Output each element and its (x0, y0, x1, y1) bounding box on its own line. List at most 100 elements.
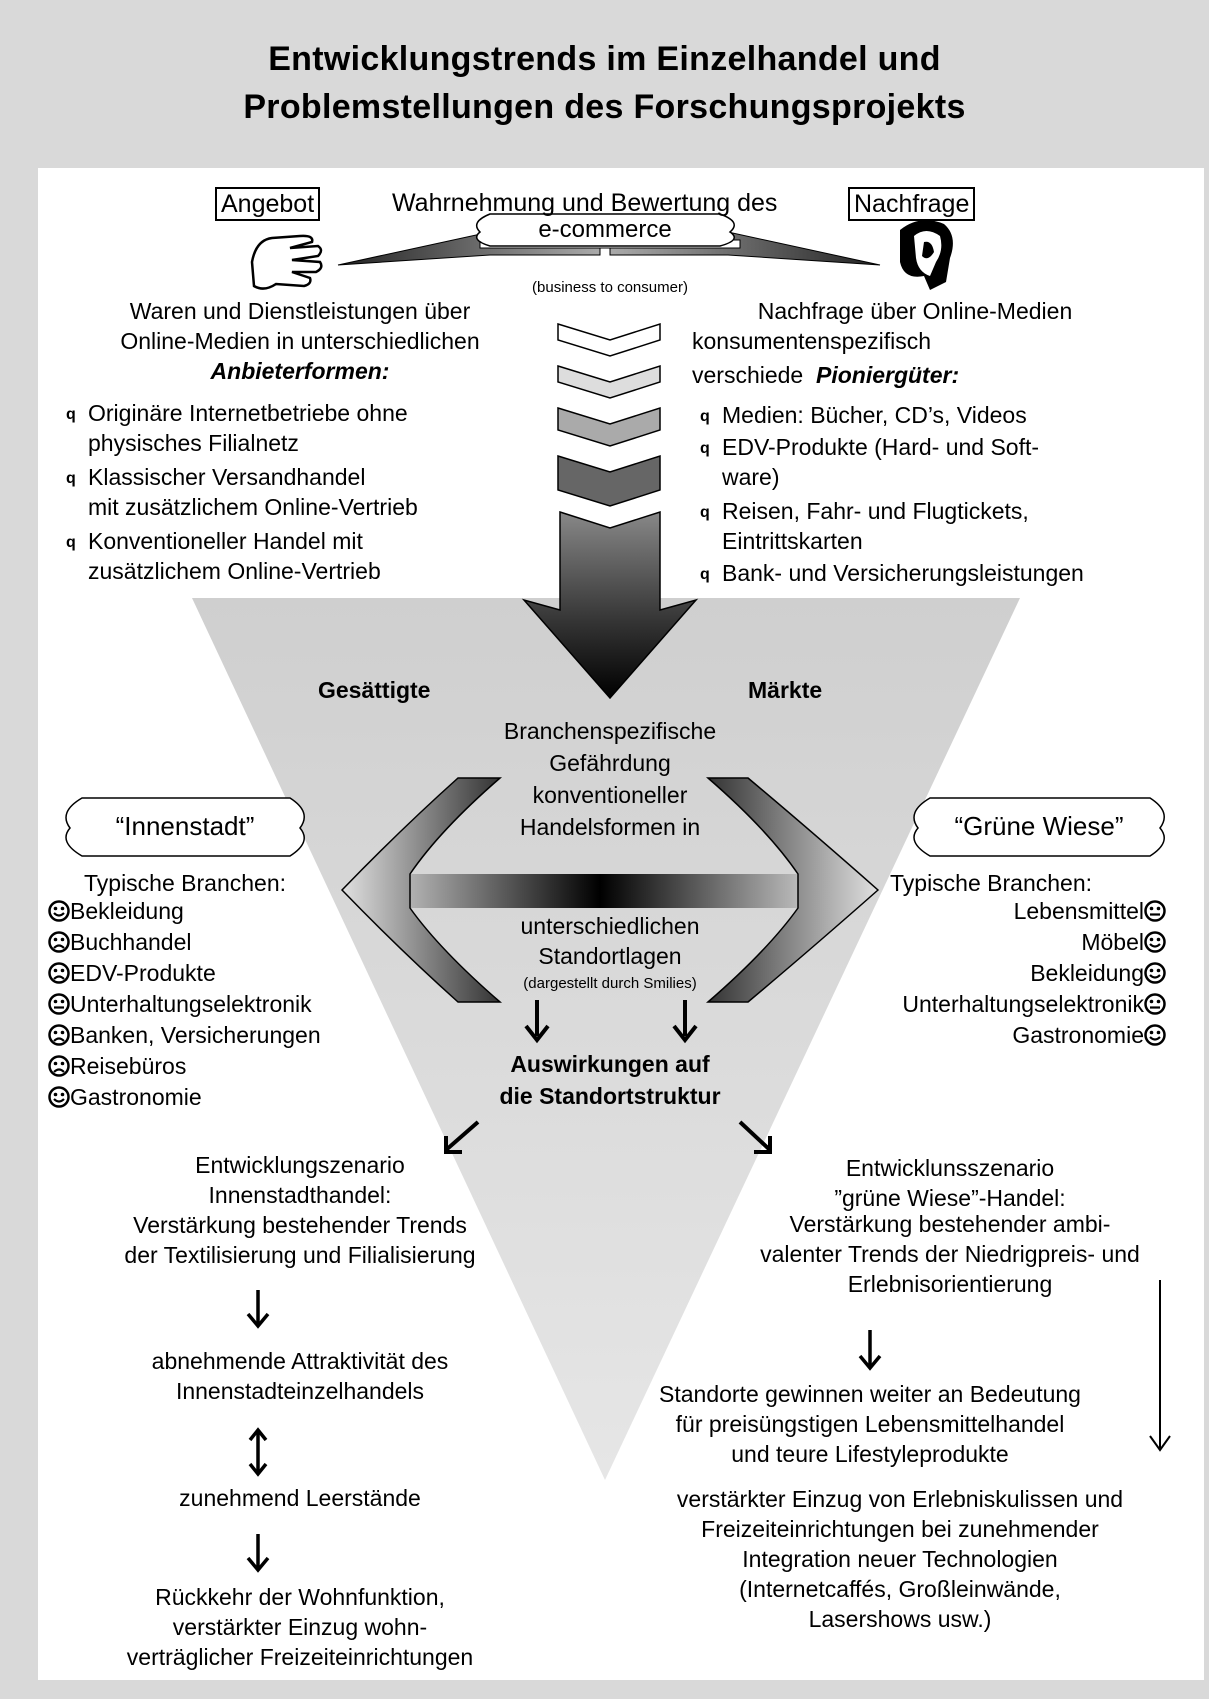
main-down-arrow (521, 510, 699, 700)
innenstadt-heading: Typische Branchen: (84, 870, 287, 896)
right-scenario-line-4: valenter Trends der Niedrigpreis- und (760, 1241, 1140, 1267)
markets-left: Gesättigte (318, 677, 431, 703)
innenstadt-item: Buchhandel (48, 928, 192, 956)
right-intro-line-1: Nachfrage über Online-Medien (757, 298, 1073, 324)
left-step-3c: verträglicher Freizeiteinrichtungen (126, 1644, 474, 1670)
title-line-2: Problemstellungen des Forschungsprojekts (243, 88, 966, 126)
diagonal-arrows (444, 1120, 772, 1154)
sad-smiley-icon (48, 1024, 70, 1046)
title-line-1: Entwicklungstrends im Einzelhandel und (268, 40, 941, 78)
happy-smiley-icon (1144, 931, 1166, 953)
right-step-2b: Freizeiteinrichtungen bei zunehmender (701, 1516, 1099, 1542)
right-item-1-l1: Medien: Bücher, CD’s, Videos (722, 402, 1027, 428)
right-scenario-line-5: Erlebnisorientierung (847, 1271, 1053, 1297)
center-down-arrows (524, 1000, 698, 1044)
right-step-2e: Lasershows usw.) (808, 1606, 992, 1632)
left-item-3-l2: zusätzlichem Online-Vertrieb (88, 558, 381, 584)
right-item-3-l2: Eintrittskarten (722, 528, 863, 554)
innenstadt-label: “Innenstadt” (115, 811, 255, 841)
center-line-4: Handelsformen in (519, 814, 701, 840)
left-bullet-3: q (66, 534, 76, 551)
funnel-triangle (192, 598, 1020, 1480)
left-step-1a: abnehmende Attraktivität des (151, 1348, 449, 1374)
right-scenario-line-2: ”grüne Wiese”-Handel: (834, 1185, 1066, 1211)
right-step-1a: Standorte gewinnen weiter an Bedeutung (659, 1381, 1081, 1407)
left-item-3-l1: Konventioneller Handel mit (88, 528, 363, 554)
neutral-smiley-icon (48, 993, 70, 1015)
left-item-2-l1: Klassischer Versandhandel (88, 464, 366, 490)
center-line-1: Branchenspezifische (503, 718, 717, 744)
right-item-2-l2: ware) (722, 464, 780, 490)
right-down-arrows (858, 1330, 882, 1371)
right-bullet-4: q (700, 566, 710, 583)
innenstadt-item-label: EDV-Produkte (70, 960, 216, 986)
left-scenario-line-1: Entwicklungszenario (195, 1152, 405, 1178)
innenstadt-item: Unterhaltungselektronik (48, 990, 312, 1018)
happy-smiley-icon (48, 1086, 70, 1108)
center-heading: Wahrnehmung und Bewertung des (392, 189, 778, 217)
b2c-label: (business to consumer) (532, 279, 688, 296)
innenstadt-item: Banken, Versicherungen (48, 1021, 321, 1049)
innenstadt-item-label: Bekleidung (70, 898, 184, 924)
gruene-wiese-item: Unterhaltungselektronik (740, 990, 1166, 1018)
innenstadt-item-label: Unterhaltungselektronik (70, 991, 312, 1017)
hand-icon (250, 234, 323, 290)
left-down-arrows (246, 1290, 270, 1573)
innenstadt-item-label: Gastronomie (70, 1084, 202, 1110)
right-heading: Pioniergüter: (816, 362, 960, 388)
left-heading: Anbieterformen: (210, 358, 390, 384)
left-item-1-l2: physisches Filialnetz (88, 430, 299, 456)
center-line-5: unterschiedlichen (520, 913, 700, 939)
center-line-2: Gefährdung (549, 750, 671, 776)
horizontal-bar (400, 874, 800, 908)
gruene-wiese-label: “Grüne Wiese” (954, 811, 1124, 841)
right-step-2d: (Internetcaffés, Großleinwände, (739, 1576, 1061, 1602)
gruene-wiese-heading: Typische Branchen: (890, 870, 1093, 896)
right-bullet-1: q (700, 408, 710, 425)
right-step-1b: für preisüngstigen Lebensmittelhandel (675, 1411, 1065, 1437)
gruene-wiese-item-label: Lebensmittel (1013, 898, 1144, 924)
left-scenario-line-4: der Textilisierung und Filialisierung (124, 1242, 476, 1268)
sad-smiley-icon (48, 1055, 70, 1077)
left-wing (340, 777, 503, 1003)
markets-right: Märkte (748, 677, 823, 703)
gruene-wiese-item-label: Unterhaltungselektronik (902, 991, 1144, 1017)
right-scenario-line-3: Verstärkung bestehender ambi- (789, 1211, 1111, 1237)
happy-smiley-icon (48, 900, 70, 922)
chevron-stack (557, 322, 661, 507)
left-step-3b: verstärkter Einzug wohn- (172, 1614, 428, 1640)
gruene-wiese-item: Gastronomie (740, 1021, 1166, 1049)
right-long-arrow (1149, 1280, 1171, 1452)
innenstadt-banner (65, 797, 305, 857)
center-line-6: Standortlagen (538, 943, 682, 969)
right-item-4-l1: Bank- und Versicherungsleistungen (722, 560, 1084, 586)
gruene-wiese-item-label: Gastronomie (1012, 1022, 1144, 1048)
left-scenario-line-3: Verstärkung bestehender Trends (133, 1212, 467, 1238)
innenstadt-item-label: Reisebüros (70, 1053, 187, 1079)
left-intro-line-1: Waren und Dienstleistungen über (129, 298, 471, 324)
right-step-2a: verstärkter Einzug von Erlebniskulissen … (676, 1486, 1124, 1512)
left-step-2: zunehmend Leerstände (179, 1485, 421, 1511)
ecommerce-banner (475, 213, 735, 247)
gruene-wiese-banner (913, 797, 1165, 857)
neutral-smiley-icon (1144, 993, 1166, 1015)
center-line-7: (dargestellt durch Smilies) (523, 975, 697, 992)
innenstadt-item: Gastronomie (48, 1083, 202, 1111)
innenstadt-item: Reisebüros (48, 1052, 186, 1080)
gruene-wiese-item: Möbel (740, 928, 1166, 956)
right-bullet-3: q (700, 504, 710, 521)
happy-smiley-icon (1144, 962, 1166, 984)
left-bullet-1: q (66, 406, 76, 423)
sad-smiley-icon (48, 962, 70, 984)
center-line-3: konventioneller (532, 782, 688, 808)
right-bullet-2: q (700, 440, 710, 457)
gruene-wiese-item: Lebensmittel (740, 897, 1166, 925)
angebot-label: Angebot (215, 187, 321, 221)
ecommerce-label: e-commerce (538, 216, 672, 243)
gruene-wiese-item-label: Möbel (1081, 929, 1144, 955)
heads-icon (900, 220, 953, 290)
right-item-3-l1: Reisen, Fahr- und Flugtickets, (722, 498, 1029, 524)
effects-line-2: die Standortstruktur (499, 1083, 721, 1109)
left-bullet-2: q (66, 470, 76, 487)
